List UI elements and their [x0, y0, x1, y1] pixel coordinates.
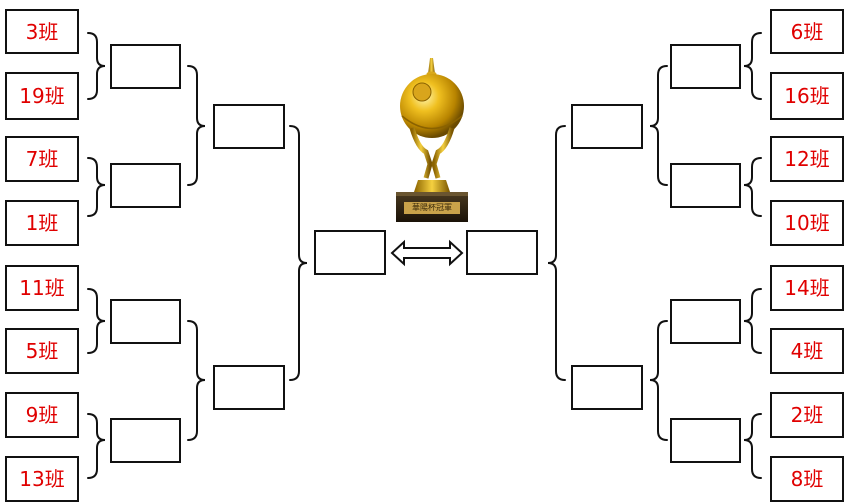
team-box-right-7: 2班 — [770, 392, 844, 438]
team-label: 16班 — [784, 84, 830, 108]
brace — [743, 32, 762, 100]
bracket-slot-left-r2-2 — [110, 163, 181, 208]
brace — [187, 65, 206, 186]
team-box-right-5: 14班 — [770, 265, 844, 311]
bracket-slot-left-final — [314, 230, 386, 275]
team-label: 9班 — [25, 403, 59, 427]
team-box-right-1: 6班 — [770, 9, 844, 54]
team-label: 13班 — [19, 467, 65, 491]
team-label: 7班 — [25, 147, 59, 171]
team-label: 8班 — [790, 467, 824, 491]
team-box-right-3: 12班 — [770, 136, 844, 182]
team-box-left-3: 7班 — [5, 136, 79, 182]
bracket-slot-left-r2-1 — [110, 44, 181, 89]
team-label: 5班 — [25, 339, 59, 363]
brace — [743, 413, 762, 479]
bracket-slot-left-r2-4 — [110, 418, 181, 463]
team-label: 11班 — [19, 276, 65, 300]
brace — [87, 288, 106, 354]
team-label: 12班 — [784, 147, 830, 171]
team-box-right-4: 10班 — [770, 200, 844, 246]
brace — [289, 125, 308, 381]
team-box-left-6: 5班 — [5, 328, 79, 374]
team-label: 3班 — [25, 19, 59, 44]
team-label: 19班 — [19, 84, 65, 108]
bracket-slot-left-r3-1 — [213, 104, 285, 149]
brace — [87, 413, 106, 479]
bracket-slot-right-r2-2 — [670, 163, 741, 208]
bracket-slot-right-r3-1 — [571, 104, 643, 149]
brace — [547, 125, 566, 381]
bracket-slot-left-r3-2 — [213, 365, 285, 410]
trophy-plaque-text: 華陽杯冠軍 — [412, 203, 452, 212]
team-label: 6班 — [790, 19, 824, 44]
team-box-left-1: 3班 — [5, 9, 79, 54]
brace — [87, 32, 106, 100]
bracket-slot-right-r3-2 — [571, 365, 643, 410]
team-box-left-7: 9班 — [5, 392, 79, 438]
brace — [187, 320, 206, 441]
bracket-slot-left-r2-3 — [110, 299, 181, 344]
brace — [743, 157, 762, 217]
team-box-right-8: 8班 — [770, 456, 844, 502]
bracket-slot-right-r2-4 — [670, 418, 741, 463]
brace — [649, 65, 668, 186]
team-label: 1班 — [25, 211, 59, 235]
team-box-left-8: 13班 — [5, 456, 79, 502]
team-label: 4班 — [790, 339, 824, 363]
bracket-slot-right-final — [466, 230, 538, 275]
brace — [649, 320, 668, 441]
bracket-slot-right-r2-1 — [670, 44, 741, 89]
team-box-right-2: 16班 — [770, 72, 844, 120]
bracket-slot-right-r2-3 — [670, 299, 741, 344]
team-label: 2班 — [790, 403, 824, 427]
brace — [743, 288, 762, 354]
team-label: 14班 — [784, 276, 830, 300]
team-box-right-6: 4班 — [770, 328, 844, 374]
team-box-left-5: 11班 — [5, 265, 79, 311]
trophy-icon — [396, 58, 468, 222]
brace — [87, 157, 106, 217]
team-box-left-4: 1班 — [5, 200, 79, 246]
team-box-left-2: 19班 — [5, 72, 79, 120]
double-arrow-icon — [390, 239, 464, 267]
team-label: 10班 — [784, 211, 830, 235]
